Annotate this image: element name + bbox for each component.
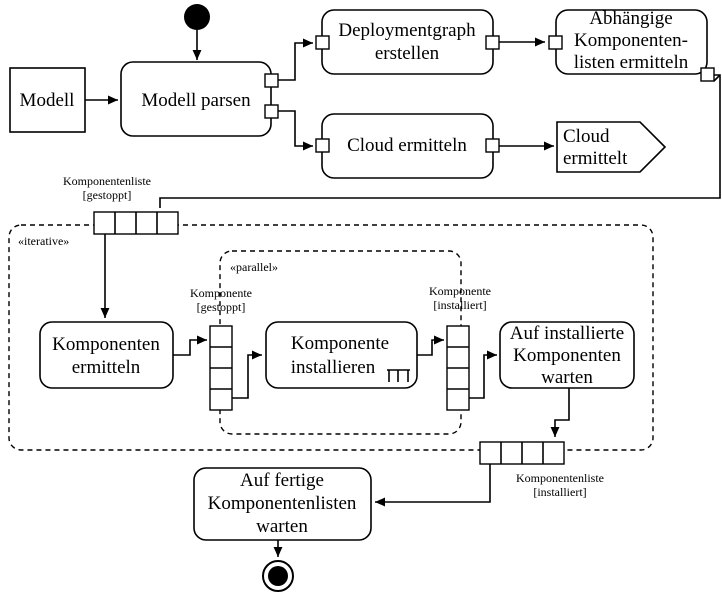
- connector-corner: [713, 74, 721, 82]
- list-stopped-label-line1: Komponentenliste: [63, 174, 151, 188]
- determine-label-line1: Komponenten: [52, 334, 160, 355]
- deployment-label-line1: Deploymentgraph: [338, 20, 476, 41]
- determine-label-line2: ermitteln: [72, 357, 141, 378]
- cloud-label: Cloud ermitteln: [347, 135, 467, 156]
- component-stopped-label-line1: Komponente: [190, 286, 252, 300]
- initial-node: [184, 4, 210, 30]
- parse-model-label: Modell parsen: [141, 90, 251, 111]
- cloud-input-pin: [315, 138, 330, 153]
- deployment-label-line2: erstellen: [375, 43, 440, 64]
- flow-parse-to-deployment: [278, 38, 313, 81]
- flow-dependent-to-list: [159, 74, 721, 208]
- component-stopped-label-line2: [gestoppt]: [197, 300, 246, 314]
- parse-output-pin-bottom: [264, 104, 279, 119]
- flow-installed-to-wait: [469, 350, 497, 399]
- wait-finished-line3: warten: [256, 516, 308, 537]
- flow-stopped-to-install: [232, 350, 262, 399]
- dependent-label-line3: listen ermitteln: [574, 52, 689, 73]
- parallel-label: «parallel»: [230, 260, 278, 274]
- parse-output-pin-top: [264, 73, 279, 88]
- model-label: Modell: [20, 90, 75, 111]
- flow-list-installed-to-final-wait: [375, 464, 491, 507]
- wait-installed-line3: warten: [541, 367, 593, 388]
- activity-final-node: [262, 560, 294, 592]
- dependent-input-pin: [548, 35, 563, 50]
- dependent-output-pin: [700, 67, 715, 82]
- component-installed-label-line1: Komponente: [429, 284, 491, 298]
- iterative-region: [8, 224, 654, 451]
- wait-installed-line1: Auf installierte: [510, 323, 625, 344]
- iterative-label: «iterative»: [18, 234, 69, 248]
- install-component-action: Komponente installieren: [265, 321, 418, 389]
- wait-installed-action: Auf installierte Komponenten warten: [499, 321, 635, 389]
- deployment-output-pin: [485, 35, 500, 50]
- component-installed-expansion-node: [446, 325, 470, 411]
- wait-finished-line1: Auf fertige: [240, 470, 324, 491]
- flow-parse-to-cloud: [278, 110, 313, 151]
- install-label-line2: installieren: [291, 357, 376, 378]
- cloud-determined-signal: Cloud ermittelt: [556, 121, 667, 173]
- create-deployment-graph-action: Deploymentgraph erstellen: [315, 9, 500, 75]
- list-output-expansion-node: [479, 441, 565, 465]
- call-behavior-fork-icon: [387, 369, 410, 382]
- dependent-label-line1: Abhängige: [589, 8, 672, 29]
- signal-label-line1: Cloud: [563, 126, 610, 147]
- wait-finished-lists-action: Auf fertige Komponentenlisten warten: [193, 467, 372, 541]
- deployment-input-pin: [315, 35, 330, 50]
- list-input-expansion-node: [93, 211, 179, 235]
- cloud-output-pin: [485, 138, 500, 153]
- dependent-label-line2: Komponenten-: [574, 30, 688, 51]
- flow-wait-to-list-installed: [550, 388, 570, 437]
- list-stopped-label-line2: [gestoppt]: [83, 188, 132, 202]
- component-stopped-expansion-node: [209, 325, 233, 411]
- component-installed-label-line2: [installiert]: [433, 298, 486, 312]
- list-installed-label-line1: Komponentenliste: [516, 471, 604, 485]
- wait-installed-line2: Komponenten: [513, 345, 621, 366]
- wait-finished-line2: Komponentenlisten: [208, 493, 357, 514]
- flow-determine-to-component-stopped: [173, 335, 207, 356]
- dependent-lists-action: Abhängige Komponenten- listen ermitteln: [548, 8, 715, 82]
- list-installed-label-line2: [installiert]: [533, 485, 586, 499]
- model-object-node: Modell: [9, 67, 86, 133]
- signal-label-line2: ermittelt: [563, 148, 628, 169]
- determine-components-action: Komponenten ermitteln: [39, 321, 174, 389]
- determine-cloud-action: Cloud ermitteln: [315, 113, 500, 179]
- install-label-line1: Komponente: [291, 333, 389, 354]
- flow-install-to-component-installed: [417, 335, 444, 356]
- parse-model-action: Modell parsen: [120, 61, 279, 137]
